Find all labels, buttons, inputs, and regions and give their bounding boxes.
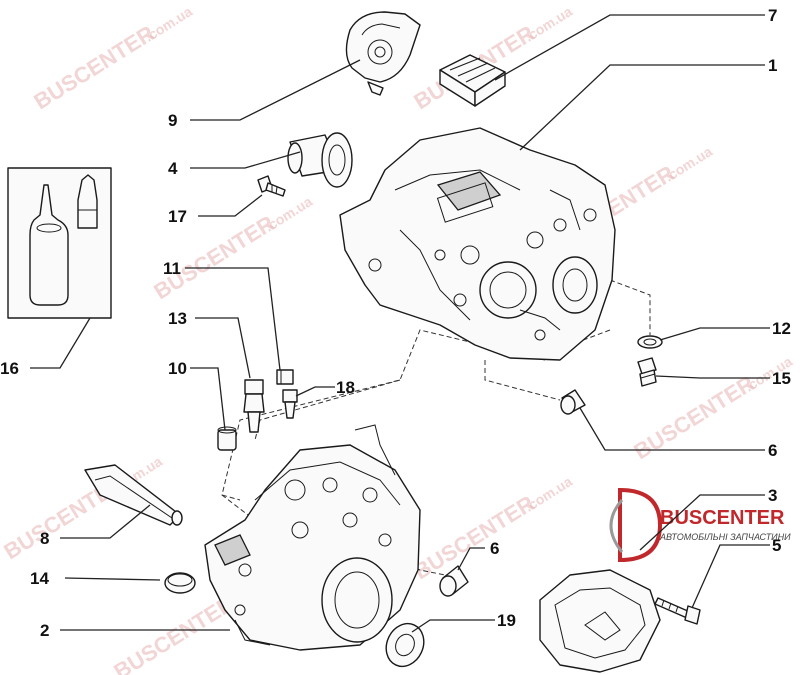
callout-19: 19 <box>497 611 516 630</box>
watermark-domain: .com.ua <box>262 193 316 235</box>
callout-6-lower: 6 <box>490 539 499 558</box>
watermark-brand: BUSCENTER <box>109 590 238 675</box>
callout-3: 3 <box>768 486 777 505</box>
watermark-domain: .com.ua <box>142 3 196 45</box>
buscenter-logo: BUSCENTER АВТОМОБІЛЬНІ ЗАПЧАСТИНИ <box>609 487 791 563</box>
watermark-brand: BUSCENTER <box>409 490 538 584</box>
watermark-brand: BUSCENTER <box>29 20 158 114</box>
callout-17: 17 <box>168 207 187 226</box>
assembly-guide-lines <box>221 279 651 576</box>
part-13-speed-sensor <box>243 379 265 433</box>
part-16-sealant-kit <box>7 167 112 319</box>
leader-lines <box>30 14 770 633</box>
part-2-rear-housing <box>204 424 421 651</box>
part-17-bolt <box>257 175 286 197</box>
part-8-nozzle <box>84 464 183 526</box>
callout-11: 11 <box>163 259 181 278</box>
part-5-screw <box>654 597 701 625</box>
callout-18: 18 <box>336 378 355 397</box>
part-3-end-cover <box>539 569 661 673</box>
callout-9: 9 <box>168 111 177 130</box>
callout-10: 10 <box>168 359 187 378</box>
watermark-domain: .com.ua <box>522 3 576 45</box>
callout-12: 12 <box>772 319 791 338</box>
part-11-sensor <box>276 369 294 385</box>
logo-brand: BUSCENTER <box>660 507 785 529</box>
callout-7: 7 <box>768 6 777 25</box>
callout-8: 8 <box>40 529 49 548</box>
logo-tagline: АВТОМОБІЛЬНІ ЗАПЧАСТИНИ <box>659 532 791 542</box>
callout-5: 5 <box>772 536 781 555</box>
part-10-bushing <box>217 426 237 451</box>
callout-2: 2 <box>40 621 49 640</box>
part-15-drain-plug <box>637 357 657 387</box>
part-1-gearbox-housing <box>339 127 616 361</box>
callout-14: 14 <box>30 569 49 588</box>
part-7-filter-pad <box>439 54 506 107</box>
callout-13: 13 <box>168 309 187 328</box>
callout-15: 15 <box>772 369 791 388</box>
part-9-cover-shield <box>345 11 421 96</box>
watermark-domain: .com.ua <box>522 473 576 515</box>
part-19-seal <box>385 622 425 668</box>
part-6-bushing-upper <box>560 389 586 415</box>
part-6-bushing-lower <box>439 565 469 597</box>
part-18-switch <box>282 389 298 419</box>
watermark-domain: .com.ua <box>662 143 716 185</box>
callout-4: 4 <box>168 159 178 178</box>
callout-1: 1 <box>768 56 777 75</box>
callout-numbers: 7 1 9 4 17 16 11 13 10 18 12 15 6 3 8 6 … <box>0 6 791 640</box>
part-14-cap <box>164 572 196 594</box>
part-12-washer <box>637 335 663 349</box>
part-4-bearing-sleeve <box>287 132 353 188</box>
callout-16: 16 <box>0 359 19 378</box>
callout-6-upper: 6 <box>768 441 777 460</box>
